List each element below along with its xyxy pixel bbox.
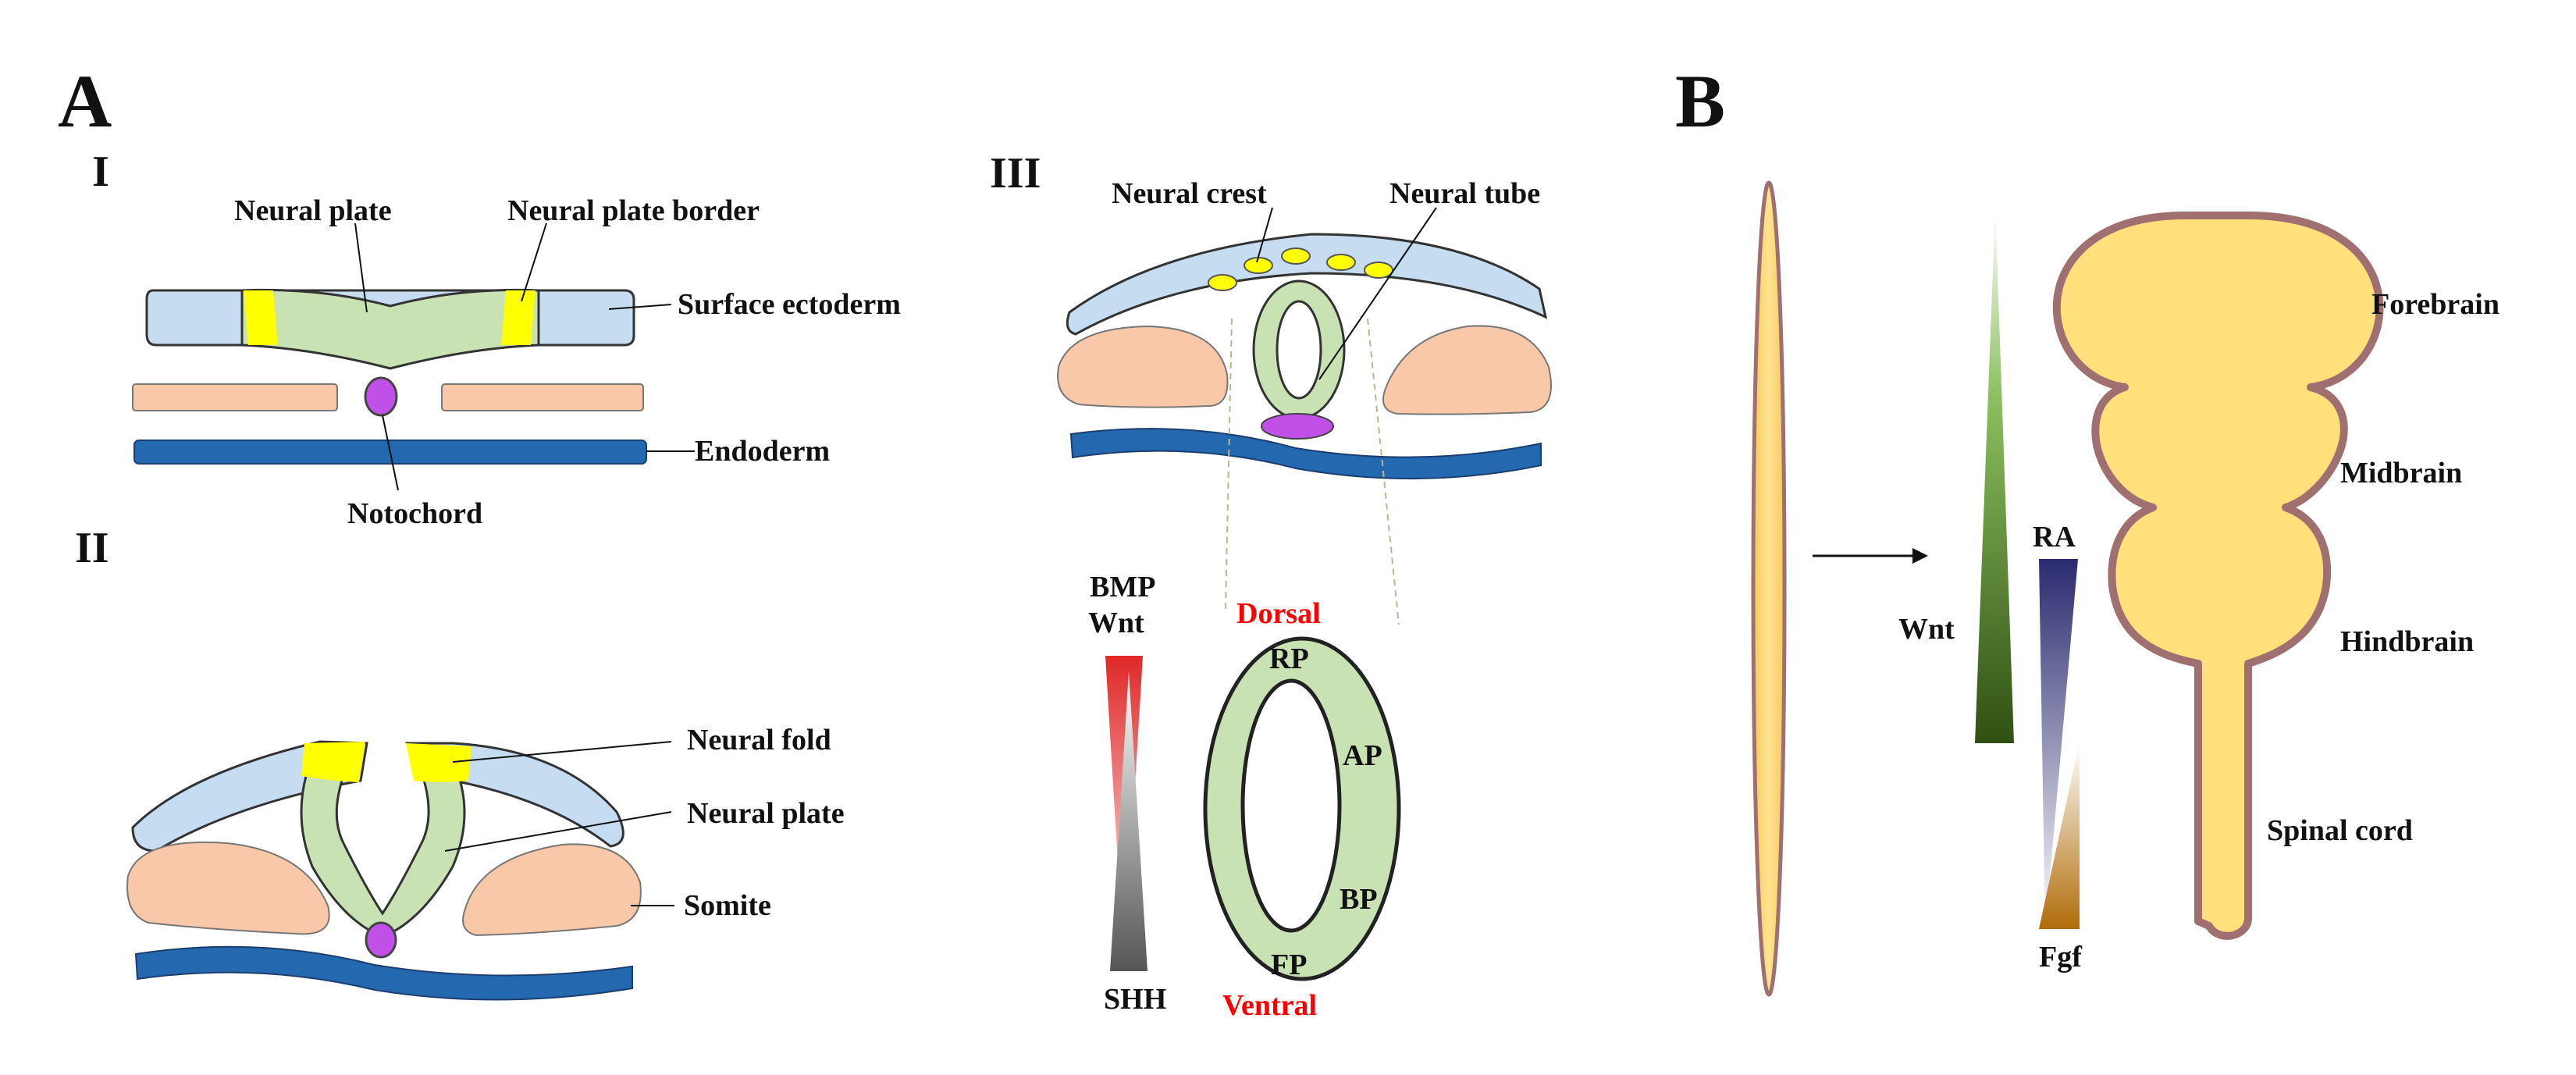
- label-roof-plate: RP: [1269, 643, 1309, 675]
- somite-iii-left: [1057, 325, 1229, 408]
- label-basal-plate: BP: [1340, 883, 1378, 916]
- neural-plate-i: [240, 288, 540, 370]
- label-neural-crest: Neural crest: [1112, 177, 1267, 210]
- stage-label-i: I: [92, 148, 109, 196]
- label-forebrain: Forebrain: [2371, 288, 2500, 321]
- wnt-gradient: [1975, 208, 2014, 743]
- somite-iii-right: [1382, 325, 1552, 415]
- endoderm-ii: [134, 945, 633, 1001]
- label-notochord: Notochord: [347, 497, 482, 530]
- brain-shape: [2052, 212, 2384, 940]
- label-spinal-cord: Spinal cord: [2267, 814, 2413, 847]
- label-alar-plate: AP: [1343, 739, 1382, 772]
- notochord-ii: [365, 921, 397, 959]
- neural-fold-left: [301, 742, 365, 782]
- label-wnt-ap: Wnt: [1898, 613, 1955, 646]
- endoderm-iii: [1069, 428, 1542, 480]
- notochord-iii: [1261, 413, 1334, 440]
- stage-label-iii: III: [990, 149, 1041, 198]
- somite-ii-right: [462, 843, 642, 937]
- mesoderm-left: [132, 383, 338, 411]
- neural-plate-border-right: [501, 290, 535, 345]
- panel-label-b: B: [1675, 59, 1725, 143]
- label-midbrain: Midbrain: [2340, 457, 2462, 489]
- neural-crest-cell: [1364, 262, 1393, 279]
- label-neural-plate-ii: Neural plate: [687, 797, 845, 830]
- label-ra: RA: [2033, 521, 2076, 554]
- label-wnt-dv: Wnt: [1088, 607, 1144, 639]
- neural-rod: [1751, 180, 1787, 997]
- label-ventral: Ventral: [1222, 989, 1317, 1022]
- label-neural-tube: Neural tube: [1389, 177, 1540, 210]
- label-neural-plate-i: Neural plate: [234, 194, 392, 227]
- label-somite: Somite: [684, 889, 771, 922]
- label-hindbrain: Hindbrain: [2340, 625, 2474, 658]
- neural-crest-cell: [1208, 274, 1237, 291]
- label-bmp: BMP: [1090, 571, 1155, 603]
- label-endoderm: Endoderm: [695, 435, 830, 468]
- mesoderm-right: [441, 383, 644, 411]
- surface-ectoderm-iii: [1066, 233, 1548, 336]
- panel-label-a: A: [58, 59, 112, 143]
- stage-i-diagram: [132, 222, 695, 491]
- notochord-i: [364, 376, 398, 417]
- label-neural-plate-border: Neural plate border: [507, 194, 760, 227]
- neural-fold-right: [406, 743, 471, 782]
- neural-crest-cell: [1281, 247, 1311, 265]
- stage-iii-diagram: [1057, 207, 1552, 625]
- label-fgf: Fgf: [2039, 941, 2083, 974]
- neural-tube-lumen-enlarged: [1240, 678, 1342, 933]
- neural-crest-cell: [1244, 257, 1273, 274]
- transition-arrow: [1813, 548, 1928, 564]
- label-dorsal: Dorsal: [1236, 597, 1321, 630]
- neural-tube-lumen: [1276, 300, 1322, 400]
- ra-gradient: [2039, 559, 2078, 929]
- shh-gradient: [1110, 671, 1147, 971]
- brain-outline: [2052, 212, 2384, 940]
- label-shh: SHH: [1104, 983, 1166, 1016]
- neural-crest-cell: [1326, 254, 1356, 271]
- dv-gradients: [1105, 656, 1147, 971]
- label-neural-fold: Neural fold: [687, 724, 831, 756]
- stage-ii-diagram: [126, 740, 674, 1001]
- neural-plate-border-left: [244, 290, 278, 345]
- neural-rod-shape: [1751, 180, 1787, 997]
- label-surface-ectoderm: Surface ectoderm: [678, 288, 901, 321]
- somite-ii-left: [126, 841, 330, 935]
- fgf-gradient: [2039, 742, 2080, 929]
- ap-gradients: [1975, 208, 2080, 929]
- label-floor-plate: FP: [1271, 949, 1307, 981]
- stage-label-ii: II: [75, 524, 109, 572]
- neural-tube-enlarged: [1203, 636, 1401, 981]
